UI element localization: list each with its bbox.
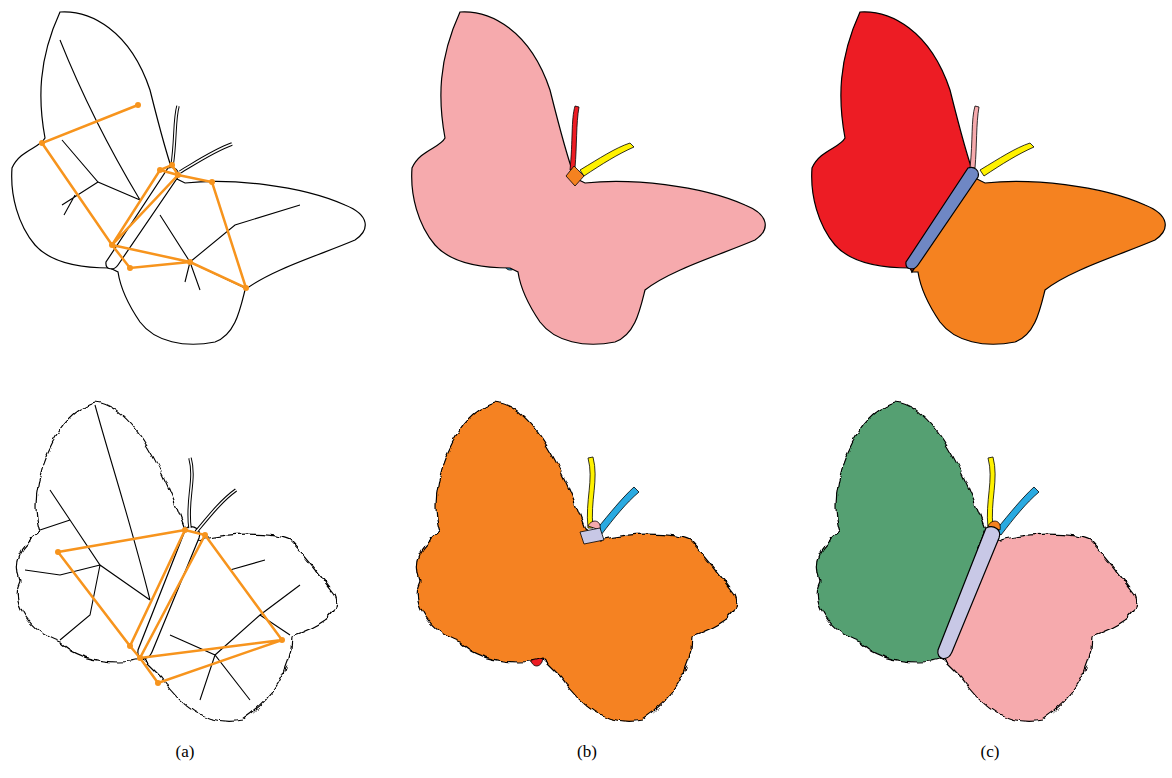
segment-pink [412,12,766,344]
segment-blue [906,167,978,268]
segment-yellow [980,143,1034,176]
wing-outline [12,12,366,344]
antenna-outline [172,106,232,172]
segment-yellow [987,457,995,528]
segment-pink [970,106,979,168]
butterfly-segmentation-b-top [412,12,766,344]
wing-outline [17,402,336,721]
segment-lavender [938,527,1000,659]
panel-label: (a) [176,742,195,762]
segment-pink [942,530,1137,721]
segment-blue [996,487,1039,535]
segment-lavender [580,528,604,544]
skeleton-veins [60,40,300,290]
antenna-inner [189,458,236,532]
graph-vertices [55,527,285,686]
graph-vertices [39,102,249,291]
graph-edges [58,530,282,683]
body-outline [106,167,178,268]
butterfly-skeleton-bottom [17,402,336,721]
antenna-outline [189,458,236,532]
butterfly-segmentation-c-bottom [817,402,1136,721]
body-outline [138,527,200,659]
segment-orange [417,402,736,721]
segment-red [570,106,579,170]
panel-label: (c) [981,742,1000,762]
graph-edges [42,105,246,288]
segment-orange [566,166,584,186]
panel-label: (b) [577,742,597,762]
butterfly-skeleton-top [12,12,366,344]
segment-yellow [580,143,634,176]
butterfly-segmentation-c-top [812,12,1166,344]
segment-blue [596,487,639,535]
antenna-inner [172,106,232,172]
butterfly-segmentation-b-bottom [417,402,736,721]
segment-yellow [587,457,595,528]
skeleton-veins [25,405,300,700]
